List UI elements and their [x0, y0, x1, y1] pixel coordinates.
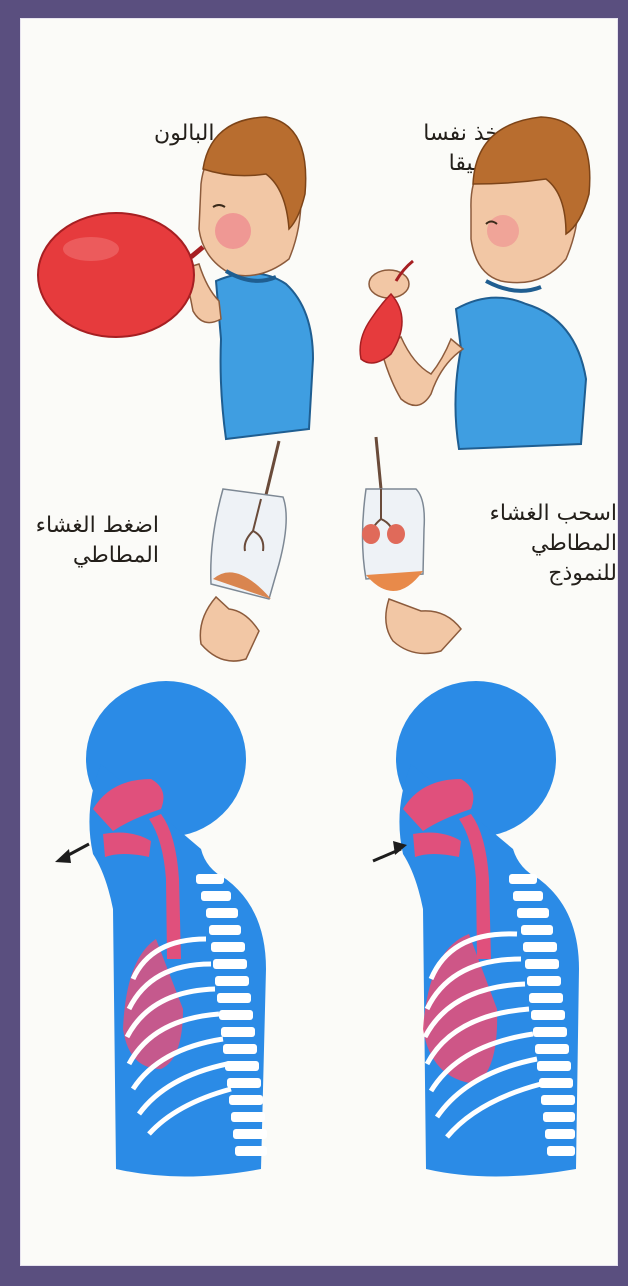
boy-inhaling-icon	[360, 117, 590, 449]
bell-jar-model-push-icon	[200, 441, 286, 661]
respiratory-system-exhale-icon	[55, 681, 267, 1177]
illustration-card: خذ نفسا عميقا انفخ البالون اسحب الغشاء ا…	[20, 18, 618, 1266]
respiratory-system-inhale-icon	[373, 681, 579, 1177]
bell-jar-model-pull-icon	[362, 437, 461, 653]
boy-blowing-balloon-icon	[38, 117, 313, 439]
illustration-svg	[21, 19, 617, 1265]
page-frame: خذ نفسا عميقا انفخ البالون اسحب الغشاء ا…	[8, 8, 620, 1270]
